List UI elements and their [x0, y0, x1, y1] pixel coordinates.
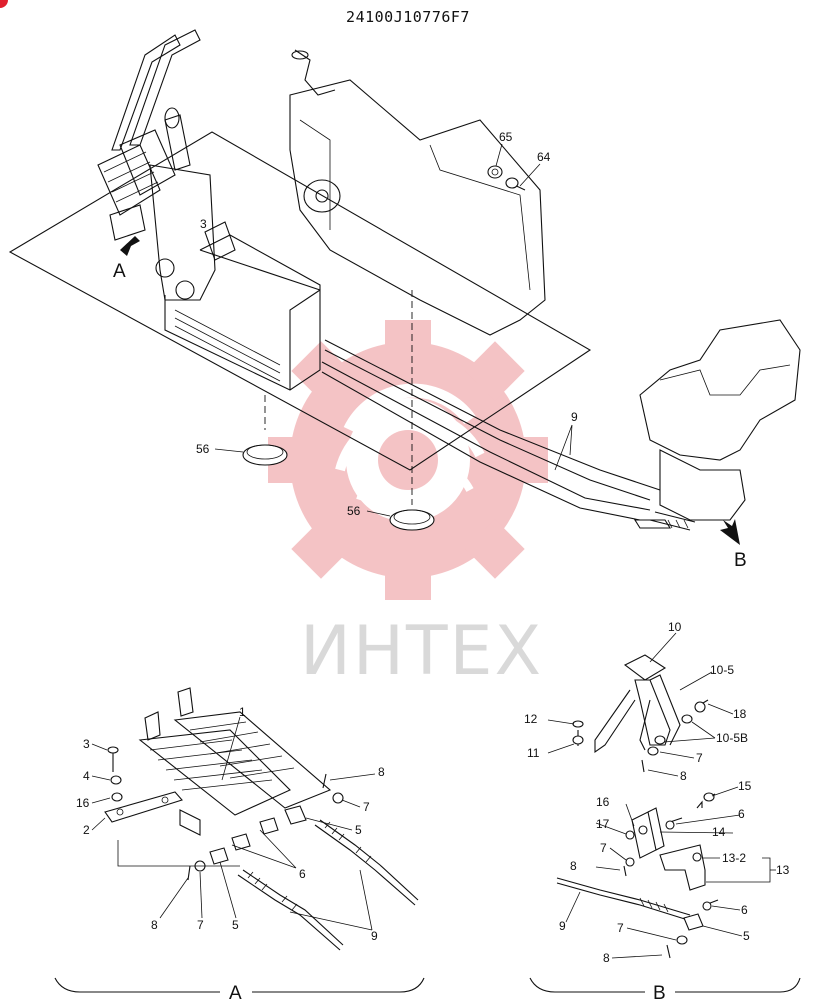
callout-9-top: 9 — [571, 410, 578, 424]
callout-7-a1: 7 — [363, 800, 370, 814]
rubber-mat-2 — [389, 509, 435, 531]
callout-14: 14 — [712, 825, 726, 839]
callout-3-top: 3 — [200, 217, 207, 231]
callout-5-a1: 5 — [355, 823, 362, 837]
callout-5-a2: 5 — [232, 918, 239, 932]
bracket-assembly-detail — [556, 654, 719, 959]
callout-16-a: 16 — [76, 796, 90, 810]
section-label-b: B — [653, 983, 666, 1000]
section-bracket-b — [529, 977, 801, 993]
callout-6-b1: 6 — [738, 807, 745, 821]
rubber-mat-1 — [242, 444, 288, 466]
callout-13-2: 13-2 — [722, 851, 746, 865]
callout-7-b1: 7 — [696, 751, 703, 765]
callout-10-5: 10-5 — [710, 663, 734, 677]
callout-18: 18 — [733, 707, 747, 721]
callout-64: 64 — [537, 150, 551, 164]
control-cable — [324, 339, 661, 491]
bolt-64 — [505, 177, 526, 191]
lever-console — [97, 29, 321, 391]
callout-7-b2: 7 — [600, 841, 607, 855]
callout-12: 12 — [524, 712, 538, 726]
view-label-b: B — [734, 550, 747, 571]
callout-11: 11 — [527, 746, 540, 760]
callout-15: 15 — [738, 779, 752, 793]
callout-8-b1: 8 — [680, 769, 687, 783]
floor-plate — [8, 131, 592, 471]
callout-8-a2: 8 — [151, 918, 158, 932]
callout-13: 13 — [776, 863, 790, 877]
callout-56-b: 56 — [347, 504, 361, 518]
valve-block — [289, 79, 546, 336]
callout-3: 3 — [83, 737, 90, 751]
view-arrow-b — [720, 519, 740, 545]
watermark-text: ИНТЕХ — [300, 612, 544, 691]
watermark-gear-logo — [268, 320, 548, 600]
callout-4: 4 — [83, 769, 90, 783]
callout-56-a: 56 — [196, 442, 210, 456]
corner-badge — [0, 0, 8, 8]
callout-8-b3: 8 — [603, 951, 610, 965]
callout-8-a1: 8 — [378, 765, 385, 779]
callout-17: 17 — [596, 817, 610, 831]
callout-9-a: 9 — [371, 929, 378, 943]
callout-8-b2: 8 — [570, 859, 577, 873]
callout-1: 1 — [239, 705, 246, 719]
callout-65: 65 — [499, 130, 513, 144]
part-number: 24100J10776F7 — [346, 8, 470, 26]
nut-65 — [487, 165, 503, 179]
control-valve — [639, 319, 801, 461]
callout-10: 10 — [668, 620, 682, 634]
pedal-assembly-detail — [104, 687, 419, 951]
section-bracket-a — [54, 977, 425, 993]
section-label-a: A — [229, 983, 242, 1000]
callout-7-a2: 7 — [197, 918, 204, 932]
callout-9-b: 9 — [559, 919, 566, 933]
callout-5-b: 5 — [743, 929, 750, 943]
callout-16-b: 16 — [596, 795, 610, 809]
callout-2: 2 — [83, 823, 90, 837]
callout-6-b2: 6 — [741, 903, 748, 917]
callout-7-b3: 7 — [617, 921, 624, 935]
callout-10-5b: 10-5B — [716, 731, 748, 745]
view-label-a: A — [113, 261, 126, 282]
callout-6-a: 6 — [299, 867, 306, 881]
view-arrow-a — [120, 236, 140, 256]
